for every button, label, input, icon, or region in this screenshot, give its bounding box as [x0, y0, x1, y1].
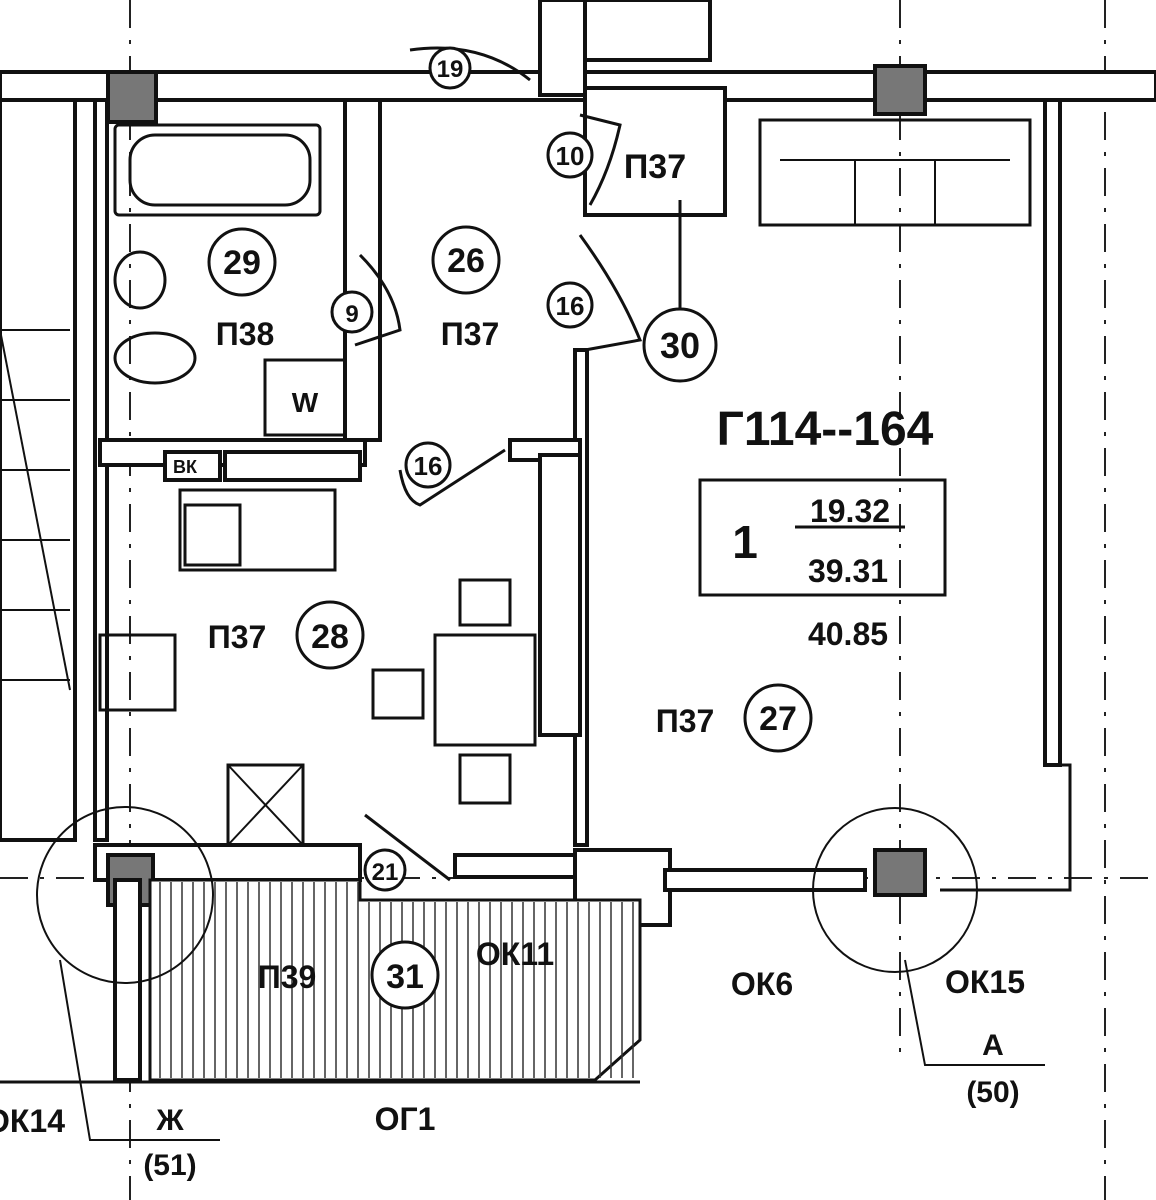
- marks: [207, 46, 813, 1010]
- rooms-count: 1: [732, 516, 758, 568]
- living-number: 27: [759, 700, 797, 738]
- total-area: 39.31: [808, 553, 888, 589]
- axis-zh-number: (51): [143, 1149, 196, 1182]
- axis-a-letter: А: [982, 1029, 1004, 1062]
- bathroom-finish: П38: [216, 316, 275, 352]
- area-box: [698, 478, 947, 597]
- labels: 19 10 П37 29 26 16 30 П38 9 П37 W Г114--…: [0, 56, 1025, 1182]
- vent-label: ВК: [173, 457, 198, 477]
- column: [873, 848, 927, 897]
- door-mark-10: 10: [556, 141, 585, 171]
- washer: [263, 358, 347, 437]
- window-ok6: ОК6: [731, 966, 793, 1002]
- door-mark-19: 19: [437, 56, 464, 83]
- wardrobe: [758, 118, 1032, 227]
- stove: [98, 633, 177, 712]
- bathtub: [113, 123, 322, 217]
- bathroom-number: 29: [223, 244, 261, 282]
- hall-finish: П37: [441, 316, 500, 352]
- window-ok14: ОК14: [0, 1103, 65, 1139]
- balcony-finish: П39: [258, 959, 317, 995]
- counter: [178, 488, 337, 572]
- door-mark-21: 21: [372, 859, 399, 886]
- window-og1: ОГ1: [375, 1101, 436, 1137]
- closet-finish: П37: [624, 148, 686, 186]
- fixtures: [36, 46, 1045, 1141]
- fridge: [226, 763, 305, 847]
- kitchen-finish: П37: [208, 619, 267, 655]
- sink: [113, 250, 167, 310]
- toilet: [113, 331, 197, 385]
- door-mark-9: 9: [345, 301, 358, 328]
- washer-label: W: [292, 387, 319, 418]
- kitchen-number: 28: [311, 618, 349, 656]
- axis-zh-letter: Ж: [155, 1104, 184, 1137]
- table: [433, 633, 537, 747]
- axis-a-number: (50): [966, 1076, 1019, 1109]
- door-mark-16: 16: [556, 291, 585, 321]
- total-area-balcony: 40.85: [808, 616, 888, 652]
- callout-30: 30: [660, 325, 700, 366]
- hall-number: 26: [447, 242, 485, 280]
- apartment-code: Г114--164: [717, 403, 934, 456]
- column: [106, 70, 158, 124]
- window-ok15: ОК15: [945, 964, 1025, 1000]
- living-area: 19.32: [810, 493, 890, 529]
- balcony: [0, 878, 642, 1084]
- window-ok11: ОК11: [476, 936, 554, 972]
- living-finish: П37: [656, 703, 715, 739]
- walls: [0, 0, 1156, 927]
- door-mark-16b: 16: [414, 451, 443, 481]
- balcony-number: 31: [386, 958, 424, 996]
- stairwell: [0, 98, 77, 842]
- column: [873, 64, 927, 116]
